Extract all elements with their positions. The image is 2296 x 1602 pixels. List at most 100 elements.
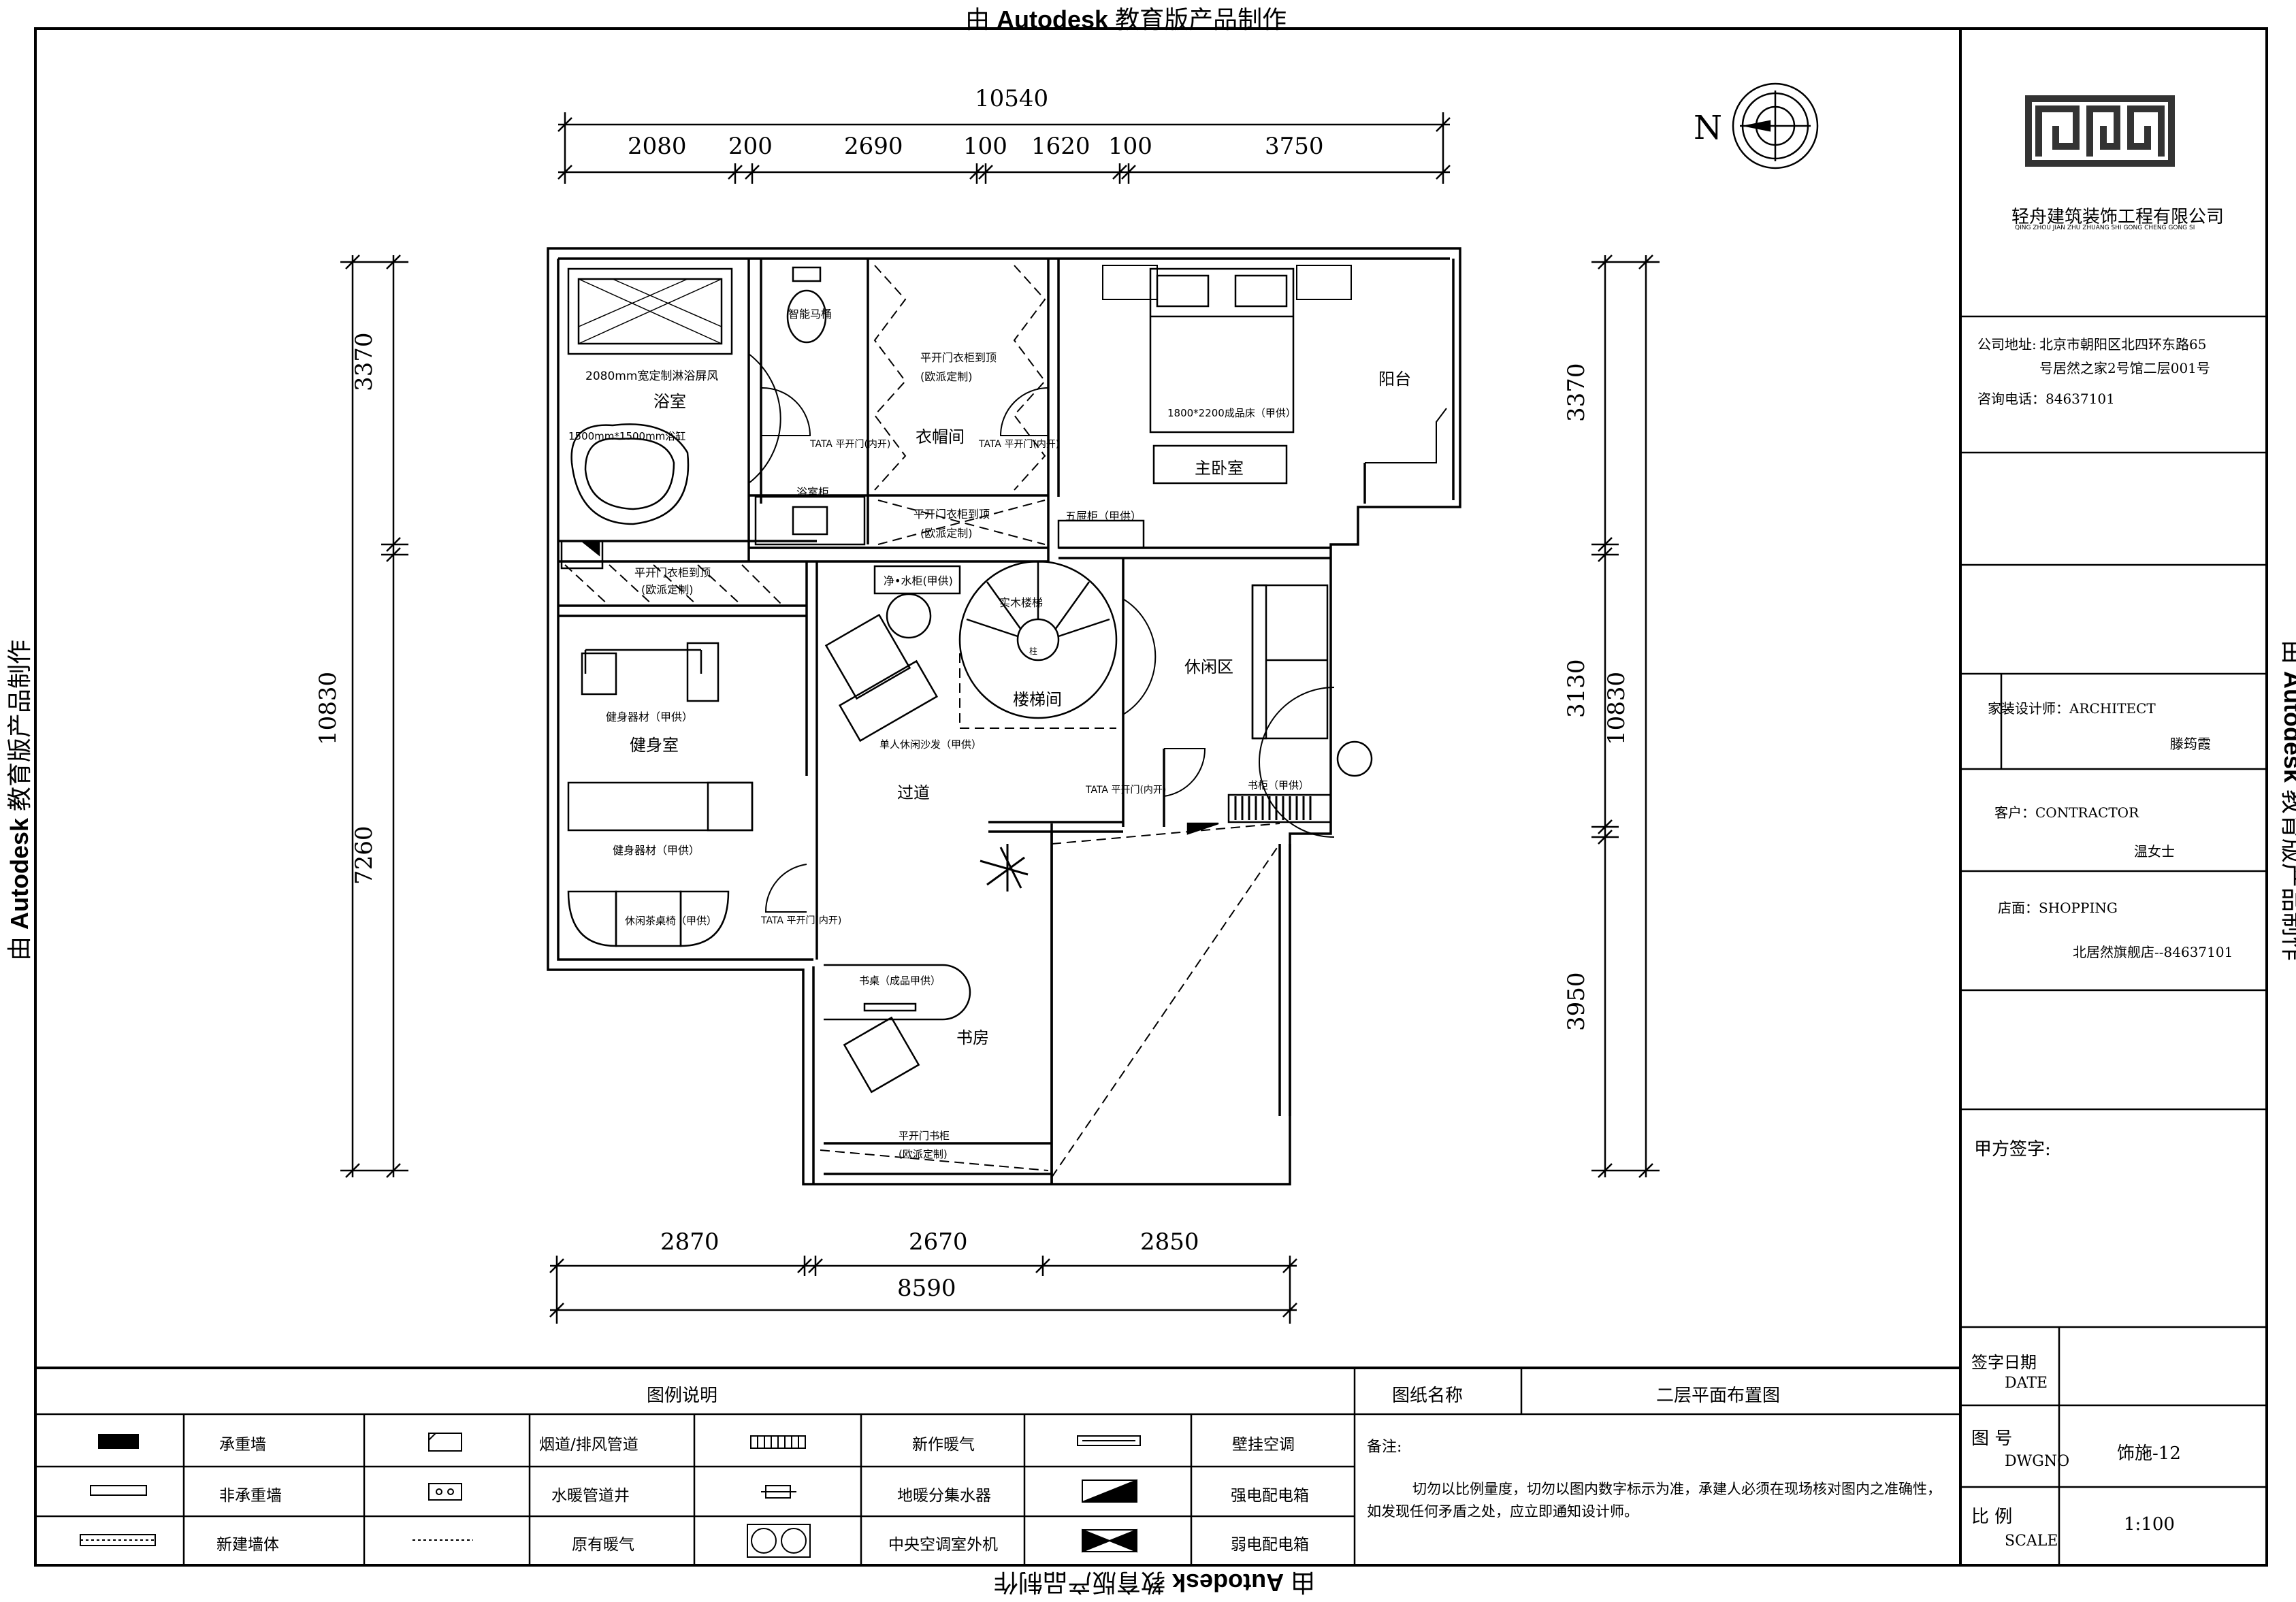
company-name: 轻舟建筑装饰工程有限公司 bbox=[2011, 207, 2225, 227]
legend-label-weak-box: 弱电配电箱 bbox=[1231, 1536, 1309, 1554]
notes-label: 备注: bbox=[1367, 1439, 1402, 1456]
dim-right-total: 10830 bbox=[1603, 671, 1630, 745]
dim-top-3: 2690 bbox=[844, 133, 903, 160]
room-closet: 衣帽间 bbox=[916, 427, 965, 446]
note-tea-chairs: 休闲茶桌椅（甲供） bbox=[625, 915, 717, 927]
room-master-bedroom: 主卧室 bbox=[1195, 459, 1244, 478]
dim-right-mid: 3130 bbox=[1563, 659, 1590, 718]
north-label: N bbox=[1694, 109, 1722, 147]
top-dimensions bbox=[557, 112, 1451, 184]
dim-right-upper: 3370 bbox=[1563, 363, 1590, 422]
designer-label: 家装设计师：ARCHITECT bbox=[1988, 700, 2156, 717]
note-stand: 净•水柜(甲供) bbox=[884, 574, 953, 587]
note-bathtub: 1500mm*1500mm浴缸 bbox=[568, 430, 686, 442]
note-wardrobe-mid-note: (欧派定制) bbox=[920, 527, 973, 540]
north-arrow bbox=[1732, 82, 1819, 169]
legend-label-manifold: 地暖分集水器 bbox=[897, 1487, 991, 1505]
legend-label-flue: 烟道/排风管道 bbox=[539, 1436, 638, 1454]
note-column: 柱 bbox=[1029, 647, 1038, 656]
drawing-no-en: DWGNO bbox=[2005, 1453, 2070, 1470]
note-bed: 1800*2200成品床（甲供） bbox=[1167, 407, 1296, 419]
legend-label-pipe-shaft: 水暖管道井 bbox=[551, 1487, 630, 1505]
note-bookcase-lounge: 书柜（甲供） bbox=[1248, 779, 1310, 791]
note-gym-eq1: 健身器材（甲供） bbox=[606, 710, 694, 723]
room-gym: 健身室 bbox=[630, 736, 679, 755]
dim-bottom-1: 2870 bbox=[660, 1228, 719, 1256]
dim-top-7: 3750 bbox=[1265, 133, 1324, 160]
note-door-lounge: TATA 平开门(内开) bbox=[1086, 785, 1167, 796]
dim-top-4: 100 bbox=[963, 133, 1007, 160]
dim-left-upper: 3370 bbox=[351, 332, 378, 391]
note-door-bath: TATA 平开门(内开) bbox=[810, 439, 891, 450]
scale-en: SCALE bbox=[2005, 1533, 2058, 1550]
room-study: 书房 bbox=[956, 1028, 989, 1047]
note-door-closet: TATA 平开门(内开) bbox=[979, 439, 1060, 450]
drawing-no: 饰施-12 bbox=[2117, 1443, 2181, 1464]
shop-name: 北居然旗舰店--84637101 bbox=[2073, 944, 2233, 960]
floor-plan-walls bbox=[547, 247, 1461, 1186]
address-line1: 北京市朝阳区北四环东路65 bbox=[2039, 336, 2207, 353]
note-gym-eq2: 健身器材（甲供） bbox=[613, 844, 700, 857]
dim-top-6: 100 bbox=[1108, 133, 1152, 160]
legend-label-new-wall: 新建墙体 bbox=[216, 1536, 279, 1554]
dim-bottom-total: 8590 bbox=[897, 1275, 956, 1302]
dim-top-2: 200 bbox=[728, 133, 773, 160]
legend-label-wall-ac: 壁挂空调 bbox=[1232, 1436, 1295, 1454]
room-corridor: 过道 bbox=[897, 783, 930, 802]
dim-left-lower: 7260 bbox=[351, 825, 378, 885]
dim-bottom-3: 2850 bbox=[1140, 1228, 1199, 1256]
designer-name: 滕筠霞 bbox=[2170, 736, 2211, 752]
shop-label: 店面：SHOPPING bbox=[1998, 900, 2118, 916]
scale-cn: 比 例 bbox=[1971, 1507, 2013, 1527]
notes-line1: 切勿以比例量度，切勿以图内数字标示为准，承建人必须在现场核对图内之准确性， bbox=[1412, 1481, 1941, 1497]
note-desk: 书桌（成品甲供） bbox=[859, 975, 941, 987]
bottom-dimensions bbox=[549, 1256, 1297, 1324]
room-lounge: 休闲区 bbox=[1184, 657, 1233, 676]
sign-date-cn: 签字日期 bbox=[1971, 1353, 2037, 1372]
dim-top-total: 10540 bbox=[975, 85, 1049, 112]
legend-label-bearing-wall: 承重墙 bbox=[219, 1436, 266, 1454]
client-label: 客户：CONTRACTOR bbox=[1994, 804, 2139, 821]
note-sofa-single: 单人休闲沙发（甲供） bbox=[879, 738, 982, 751]
legend-label-new-radiator: 新作暖气 bbox=[912, 1436, 975, 1454]
note-vanity: 浴室柜 bbox=[796, 486, 830, 499]
dim-bottom-2: 2670 bbox=[909, 1228, 968, 1256]
legend-label-power-box: 强电配电箱 bbox=[1231, 1487, 1309, 1505]
client-name: 温女士 bbox=[2134, 843, 2175, 860]
legend-label-non-bearing-wall: 非承重墙 bbox=[219, 1487, 282, 1505]
left-dimensions bbox=[340, 255, 408, 1178]
note-shower-screen: 2080mm宽定制淋浴屏风 bbox=[585, 370, 719, 383]
legend-label-central-ac: 中央空调室外机 bbox=[888, 1536, 998, 1554]
legend-title: 图例说明 bbox=[647, 1386, 718, 1406]
note-wardrobe-mid: 平开门衣柜到顶 bbox=[913, 508, 990, 521]
sign-date-en: DATE bbox=[2005, 1375, 2048, 1392]
dim-top-5: 1620 bbox=[1031, 133, 1090, 160]
note-chest: 五屉柜（甲供） bbox=[1065, 510, 1142, 523]
note-solid-stair: 实木楼梯 bbox=[999, 596, 1044, 609]
spiral-stair bbox=[958, 560, 1118, 719]
note-wardrobe-left-note: (欧派定制) bbox=[641, 583, 694, 596]
note-wardrobe-left: 平开门衣柜到顶 bbox=[634, 566, 711, 579]
drawing-no-cn: 图 号 bbox=[1971, 1428, 2013, 1449]
room-stair: 楼梯间 bbox=[1013, 690, 1062, 709]
address-label: 公司地址: bbox=[1977, 336, 2037, 353]
note-wardrobe-top: 平开门衣柜到顶 bbox=[920, 351, 997, 364]
legend-symbols bbox=[80, 1433, 1141, 1558]
note-bookcase-study-note: (欧派定制) bbox=[899, 1148, 948, 1160]
note-smart-toilet: 智能马桶 bbox=[788, 308, 832, 321]
address-line2: 号居然之家2号馆二层001号 bbox=[2039, 360, 2210, 376]
dim-left-total: 10830 bbox=[314, 671, 342, 745]
notes-line2: 如发现任何矛盾之处，应立即通知设计师。 bbox=[1367, 1503, 1638, 1520]
company-pinyin: QING ZHOU JIAN ZHU ZHUANG SHI GONG CHENG… bbox=[2015, 225, 2195, 231]
dim-right-lower: 3950 bbox=[1563, 972, 1590, 1031]
scale-value: 1:100 bbox=[2124, 1514, 2175, 1535]
right-dimensions bbox=[1591, 255, 1660, 1178]
room-balcony: 阳台 bbox=[1378, 370, 1411, 389]
party-a-sign: 甲方签字: bbox=[1974, 1139, 2051, 1160]
company-phone: 咨询电话：84637101 bbox=[1977, 391, 2115, 407]
legend-label-old-radiator: 原有暖气 bbox=[572, 1536, 634, 1554]
dim-top-1: 2080 bbox=[628, 133, 687, 160]
note-door-gym: TATA 平开门(内开) bbox=[761, 915, 842, 926]
note-bookcase-study: 平开门书柜 bbox=[899, 1130, 950, 1142]
